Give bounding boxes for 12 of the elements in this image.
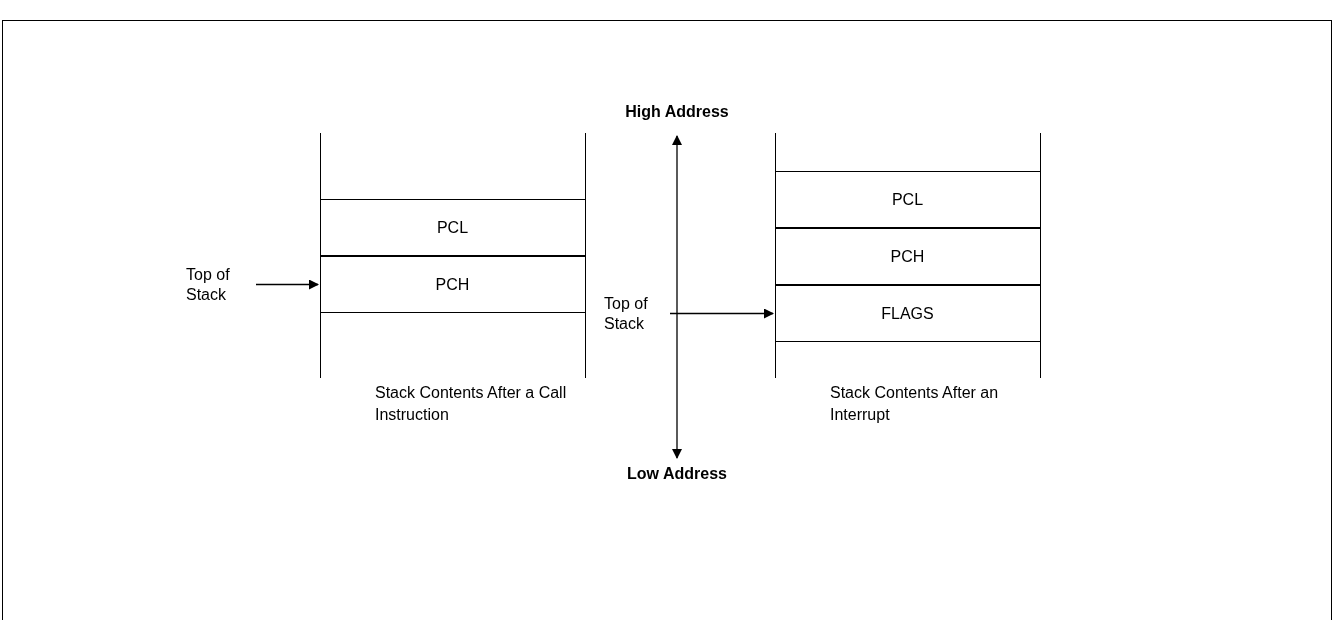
address-label: Low Address [605,462,749,486]
stack-caption: Stack Contents After an Interrupt [830,383,1000,426]
stack-caption: Stack Contents After a Call Instruction [375,383,568,426]
stack-cell: PCH [775,228,1040,285]
stack-cell: FLAGS [775,285,1040,342]
arrow [672,135,682,459]
address-label: High Address [605,100,749,124]
stack-cell: PCH [320,256,585,313]
stack-cell: PCL [775,171,1040,228]
arrow [255,279,319,290]
stack-cell: PCL [320,199,585,256]
arrow [669,308,774,319]
